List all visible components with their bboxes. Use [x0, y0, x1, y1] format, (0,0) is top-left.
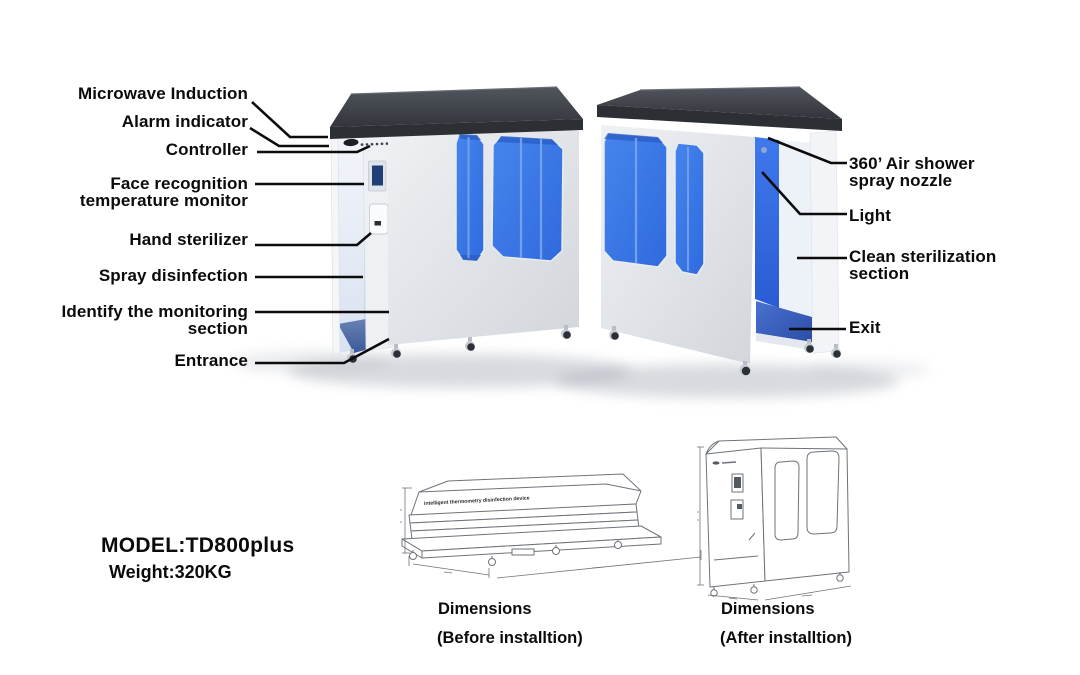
exit-interior-back — [779, 140, 812, 318]
after-install-caption-subtitle: (After installtion) — [720, 629, 852, 647]
leader-microwave-induction — [251, 101, 328, 139]
callout-label: Identify the monitoring — [61, 302, 248, 321]
callout-identify-monitoring-section: Identify the monitoring section — [18, 302, 248, 337]
leader-hand-sterilizer — [255, 232, 372, 247]
controller-buttons — [360, 142, 389, 146]
callout-label: Microwave Induction — [77, 84, 248, 103]
callout-label: Face recognition — [110, 174, 248, 193]
callout-entrance: Entrance — [18, 351, 248, 370]
exit-floor — [756, 301, 812, 342]
exit-threshold — [756, 333, 812, 350]
hand-sterilizer-dispenser — [369, 203, 389, 235]
leader-lines — [249, 101, 847, 365]
callout-hand-sterilizer: Hand sterilizer — [18, 230, 248, 249]
casters — [609, 326, 841, 376]
callout-exit: Exit — [849, 318, 1077, 337]
callout-microwave-induction: Microwave Induction — [18, 84, 248, 103]
window-large — [603, 132, 668, 268]
callout-controller: Controller — [18, 140, 248, 159]
callout-label: 360’ Air shower — [849, 154, 975, 173]
casters — [347, 325, 571, 363]
model-number: MODEL:TD800plus — [101, 534, 295, 557]
before-install-caption-subtitle: (Before installtion) — [437, 629, 583, 647]
before-install-caption-title: Dimensions — [438, 600, 532, 618]
cabinet-casters — [710, 572, 844, 597]
cabinet-dimension-lines — [697, 446, 852, 601]
roof — [597, 86, 842, 131]
drawing-after-installation — [697, 436, 852, 601]
window-large — [491, 135, 564, 262]
window-narrow — [455, 133, 485, 262]
machine-render-exit-side — [597, 86, 842, 376]
crate-casters — [409, 539, 622, 566]
callout-label: Clean sterilization — [849, 247, 997, 266]
exit-interior-blue-wall — [755, 137, 779, 308]
callout-light: Light — [849, 206, 1077, 225]
callout-label: Spray disinfection — [98, 266, 248, 285]
callout-label: Alarm indicator — [121, 112, 248, 131]
callout-label: Light — [849, 206, 892, 225]
crate-dimension-lines — [400, 487, 702, 579]
leader-controller — [257, 144, 371, 154]
callout-clean-sterilization-section: Clean sterilization section — [849, 247, 1077, 282]
machine-render-entrance-side — [330, 86, 583, 363]
window-narrow — [674, 142, 705, 276]
after-install-caption-title: Dimensions — [721, 600, 815, 618]
callout-spray-disinfection: Spray disinfection — [18, 266, 248, 285]
callout-label: Controller — [165, 140, 248, 159]
air-shower-nozzle — [761, 147, 767, 153]
callout-label: Entrance — [174, 351, 248, 370]
crate-printed-text: intelligent thermometry disinfection dev… — [424, 495, 530, 507]
callout-air-shower-nozzle: 360’ Air shower spray nozzle — [849, 154, 1077, 189]
microwave-induction-sensor — [343, 138, 359, 147]
callout-label: Hand sterilizer — [129, 230, 248, 249]
callout-alarm-indicator: Alarm indicator — [18, 112, 248, 131]
callout-label: Exit — [849, 318, 881, 337]
floor-shadows — [232, 351, 930, 398]
leader-entrance — [255, 337, 390, 365]
model-weight: Weight:320KG — [109, 562, 232, 582]
roof — [330, 86, 583, 139]
callout-face-recognition: Face recognition temperature monitor — [18, 174, 248, 209]
drawing-before-installation: intelligent thermometry disinfection dev… — [400, 473, 702, 579]
leader-air-shower — [767, 136, 847, 165]
face-recognition-monitor — [368, 160, 387, 192]
leader-light — [761, 171, 847, 216]
leader-alarm-indicator — [249, 126, 329, 148]
